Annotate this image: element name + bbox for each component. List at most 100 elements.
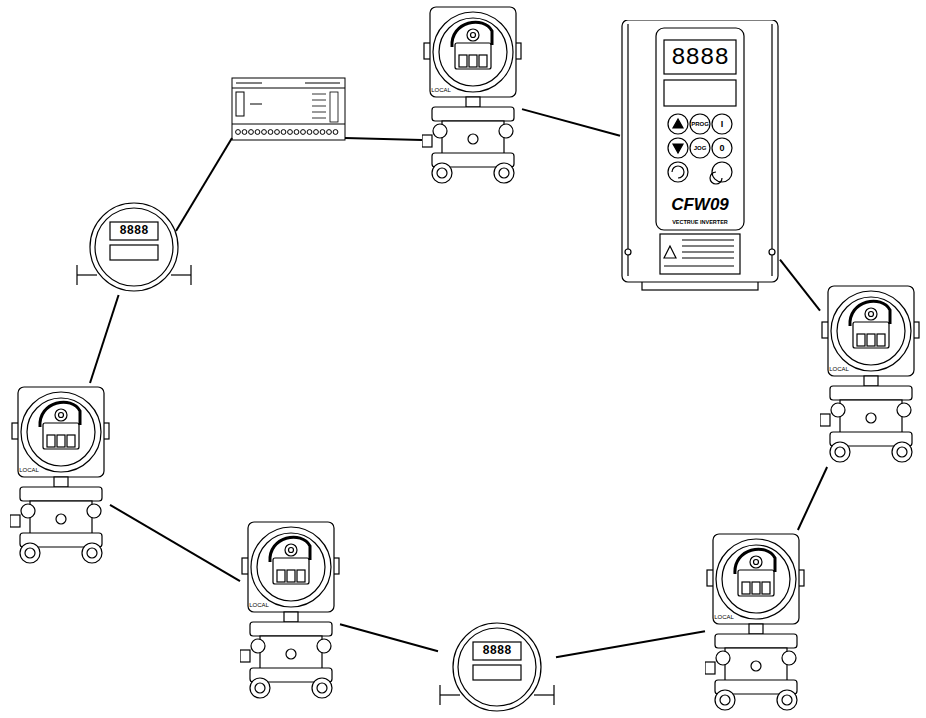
device-part (57, 435, 65, 447)
device-part (277, 570, 285, 582)
plc-mark (312, 94, 326, 95)
device-part (672, 166, 684, 178)
device-part (473, 665, 521, 680)
device-part (668, 114, 688, 134)
device-part (835, 447, 845, 457)
device-part (752, 582, 760, 594)
plc-mark (312, 100, 326, 101)
device-part (782, 695, 792, 705)
device-part (853, 322, 889, 348)
plc-controller (232, 78, 345, 140)
plc-mark (312, 118, 326, 119)
device-part (668, 138, 688, 158)
device-part (433, 124, 447, 138)
wire (345, 138, 422, 140)
device-part (442, 121, 504, 155)
device-part (440, 623, 554, 711)
device-part (754, 560, 759, 565)
plc-wires (176, 138, 422, 231)
device-part (725, 648, 787, 682)
device-label: LOCAL (249, 602, 269, 608)
device-part (690, 114, 710, 134)
device-label: LOCAL (19, 467, 39, 473)
terminal-screw (275, 130, 280, 135)
device-part (473, 642, 521, 660)
device-part (866, 413, 876, 423)
device-part (21, 504, 35, 518)
device-part (422, 135, 432, 147)
device-part (716, 539, 796, 619)
network-cable (780, 260, 820, 311)
device-part (468, 134, 478, 144)
device-part (273, 558, 309, 584)
device-part (466, 97, 480, 107)
device-part (25, 548, 35, 558)
device-part (440, 694, 460, 695)
terminal-screw (327, 130, 332, 135)
device-part (712, 138, 732, 158)
device-part (432, 107, 514, 121)
device-part (452, 22, 492, 47)
plc-band (232, 88, 345, 89)
network-cable (798, 467, 827, 530)
device-label: LOCAL (714, 614, 734, 620)
device-part (534, 694, 554, 695)
device-part (10, 515, 20, 527)
device-part (494, 163, 514, 183)
device-part (660, 234, 740, 274)
device-part (892, 442, 912, 462)
device-part (21, 392, 101, 472)
plc-band (232, 124, 345, 125)
plc-mark (305, 83, 340, 84)
device-part (705, 534, 804, 710)
network-cable (522, 109, 620, 136)
device-part (87, 548, 97, 558)
device-part (171, 274, 191, 275)
terminal-screw (301, 130, 306, 135)
device-part (553, 685, 554, 705)
plc-terminals (236, 130, 338, 135)
device-part (30, 501, 92, 535)
device-part (831, 291, 911, 371)
device-part (869, 312, 874, 317)
device-part (622, 20, 778, 282)
device-part (777, 690, 797, 710)
device-part (820, 286, 919, 462)
device-part (897, 447, 907, 457)
pressure-transmitter: LOCAL (10, 383, 110, 568)
device-part (857, 334, 865, 346)
display-reading: 8888 (483, 645, 512, 657)
indicator-drawing (75, 200, 193, 295)
device-part (622, 20, 778, 290)
device-label: LOCAL (829, 366, 849, 372)
device-part (437, 168, 447, 178)
device-part (285, 544, 297, 556)
device-part (47, 435, 55, 447)
device-part (627, 24, 628, 276)
transmitter-drawing (10, 383, 110, 568)
device-part (864, 376, 878, 386)
wire (176, 138, 232, 231)
device-part (59, 413, 64, 418)
device-part (77, 203, 191, 291)
device-part (735, 549, 775, 574)
plc-mark (250, 104, 262, 105)
device-part (782, 651, 796, 665)
terminal-screw (268, 130, 273, 135)
device-part (716, 651, 730, 665)
device-part (55, 409, 67, 421)
device-part (664, 40, 736, 74)
terminal-screw (262, 130, 267, 135)
plc-slot (236, 92, 244, 116)
device-part (432, 163, 452, 183)
device-part (751, 661, 761, 671)
network-cable (90, 295, 119, 383)
device-part (455, 43, 491, 69)
device-part (831, 403, 845, 417)
device-label: LOCAL (431, 87, 451, 93)
device-part (287, 570, 295, 582)
device-part (250, 622, 332, 636)
device-part (240, 522, 339, 698)
device-part (467, 29, 479, 41)
